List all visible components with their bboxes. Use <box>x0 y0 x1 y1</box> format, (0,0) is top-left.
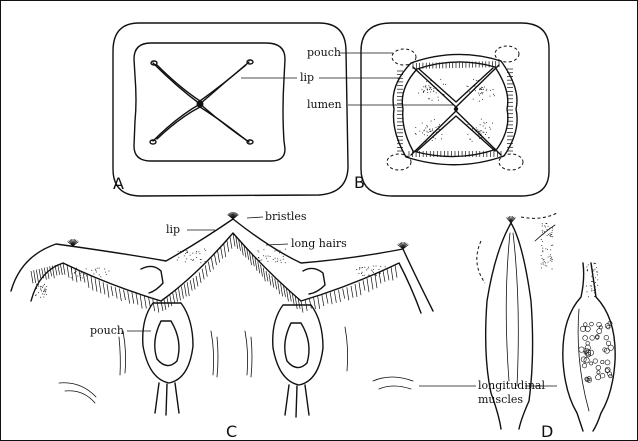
panel-label-c: C <box>226 422 237 440</box>
label-lip-c: lip <box>166 223 180 236</box>
label-pouch-c: pouch <box>90 324 124 337</box>
label-longitudinal: longitudinal <box>478 379 545 392</box>
panel-b-illustration <box>361 23 549 196</box>
label-lumen: lumen <box>307 98 342 111</box>
label-muscles: muscles <box>478 393 523 406</box>
label-pouch-b: pouch <box>307 46 341 59</box>
label-bristles: bristles <box>265 210 307 223</box>
panel-label-d: D <box>541 422 553 440</box>
panel-label-b: B <box>354 173 365 192</box>
panel-c-illustration <box>11 212 433 417</box>
panel-label-a: A <box>113 174 124 193</box>
leader-lines <box>127 53 557 386</box>
label-lip-b: lip <box>300 71 314 84</box>
label-long-hairs: long hairs <box>291 237 347 250</box>
